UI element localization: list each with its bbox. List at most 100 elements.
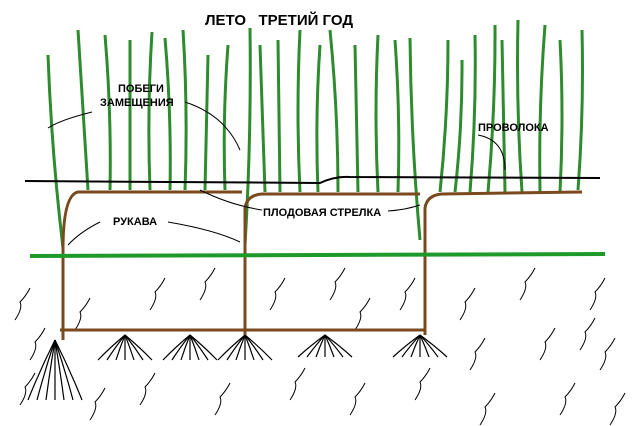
soil-stroke (589, 277, 606, 311)
soil-stroke (354, 297, 371, 331)
shoot (147, 31, 154, 191)
shoot (103, 34, 112, 191)
leader-lines (47, 101, 506, 246)
shoot (500, 39, 507, 193)
label-fruit-cane: ПЛОДОВАЯ СТРЕЛКА (263, 207, 381, 219)
soil-hatching (14, 267, 626, 426)
soil-stroke (579, 317, 596, 351)
soil-stroke (399, 277, 416, 311)
shoot (328, 29, 340, 193)
root (124, 334, 153, 361)
label-wire: ПРОВОЛОКА (478, 122, 549, 134)
soil-stroke (414, 367, 431, 401)
soil-stroke (599, 337, 616, 371)
root (419, 334, 448, 358)
root (162, 334, 191, 361)
vine-wood (60, 190, 583, 340)
soil-stroke (74, 297, 91, 331)
shoot (222, 44, 230, 191)
root (324, 334, 335, 358)
shoot (558, 39, 564, 193)
shoot (76, 29, 90, 191)
root (124, 334, 135, 361)
shoot (374, 34, 380, 193)
soil-stroke (139, 372, 156, 406)
soil-stroke (289, 367, 306, 401)
trellis-wire (24, 175, 601, 185)
root (54, 339, 74, 401)
soil-stroke (609, 392, 626, 426)
soil-stroke (329, 267, 346, 301)
root (54, 339, 65, 401)
root (324, 334, 344, 358)
root (106, 334, 126, 361)
root (54, 339, 83, 401)
root (244, 334, 255, 361)
root (392, 334, 421, 358)
soil-stroke (199, 267, 216, 301)
diagram-title: ЛЕТО ТРЕТИЙ ГОД (205, 11, 353, 29)
roots (27, 334, 448, 401)
shoot (353, 44, 360, 193)
soil-stroke (29, 327, 46, 361)
root (36, 339, 56, 401)
soil-stroke (349, 382, 366, 416)
shoot (315, 44, 322, 193)
shoot (538, 24, 547, 193)
soil-stroke (89, 387, 106, 421)
shoot (258, 44, 267, 193)
shoot (203, 54, 210, 191)
soil-stroke (539, 327, 556, 361)
shoot (276, 39, 282, 193)
shoot (576, 29, 584, 191)
shoot (453, 59, 464, 193)
soil-stroke (214, 382, 231, 416)
shoot (486, 24, 497, 193)
soil-stroke (559, 382, 576, 416)
root (226, 334, 246, 361)
label-arms: РУКАВА (113, 216, 157, 228)
ground-line (29, 252, 606, 258)
root (244, 334, 264, 361)
root (189, 334, 209, 361)
shoot (393, 39, 401, 193)
replacement-shoots (46, 19, 584, 249)
shoot (296, 29, 302, 193)
root (171, 334, 191, 361)
label-shoots-line1: ПОБЕГИ (118, 83, 164, 95)
root (27, 339, 56, 401)
shoot (163, 37, 172, 191)
root (97, 334, 126, 361)
soil-stroke (519, 267, 536, 301)
soil-stroke (149, 277, 166, 311)
shoot (408, 37, 422, 241)
root (410, 334, 421, 358)
soil-stroke (269, 277, 286, 311)
root (235, 334, 246, 361)
shoot (468, 34, 477, 193)
root (401, 334, 421, 358)
soil-stroke (479, 392, 496, 426)
shoot (46, 54, 65, 249)
root (124, 334, 144, 361)
soil-stroke (459, 287, 476, 321)
shoot (516, 19, 524, 193)
root (189, 334, 200, 361)
root (180, 334, 191, 361)
soil-stroke (14, 287, 31, 321)
root (189, 334, 218, 361)
root (324, 334, 353, 358)
root (419, 334, 430, 358)
soil-stroke (469, 337, 486, 371)
shoot (181, 29, 188, 191)
root (419, 334, 439, 358)
soil-stroke (19, 372, 36, 406)
root (115, 334, 126, 361)
root (306, 334, 326, 358)
root (297, 334, 326, 358)
root (217, 334, 246, 361)
root (45, 339, 56, 401)
root (315, 334, 326, 358)
